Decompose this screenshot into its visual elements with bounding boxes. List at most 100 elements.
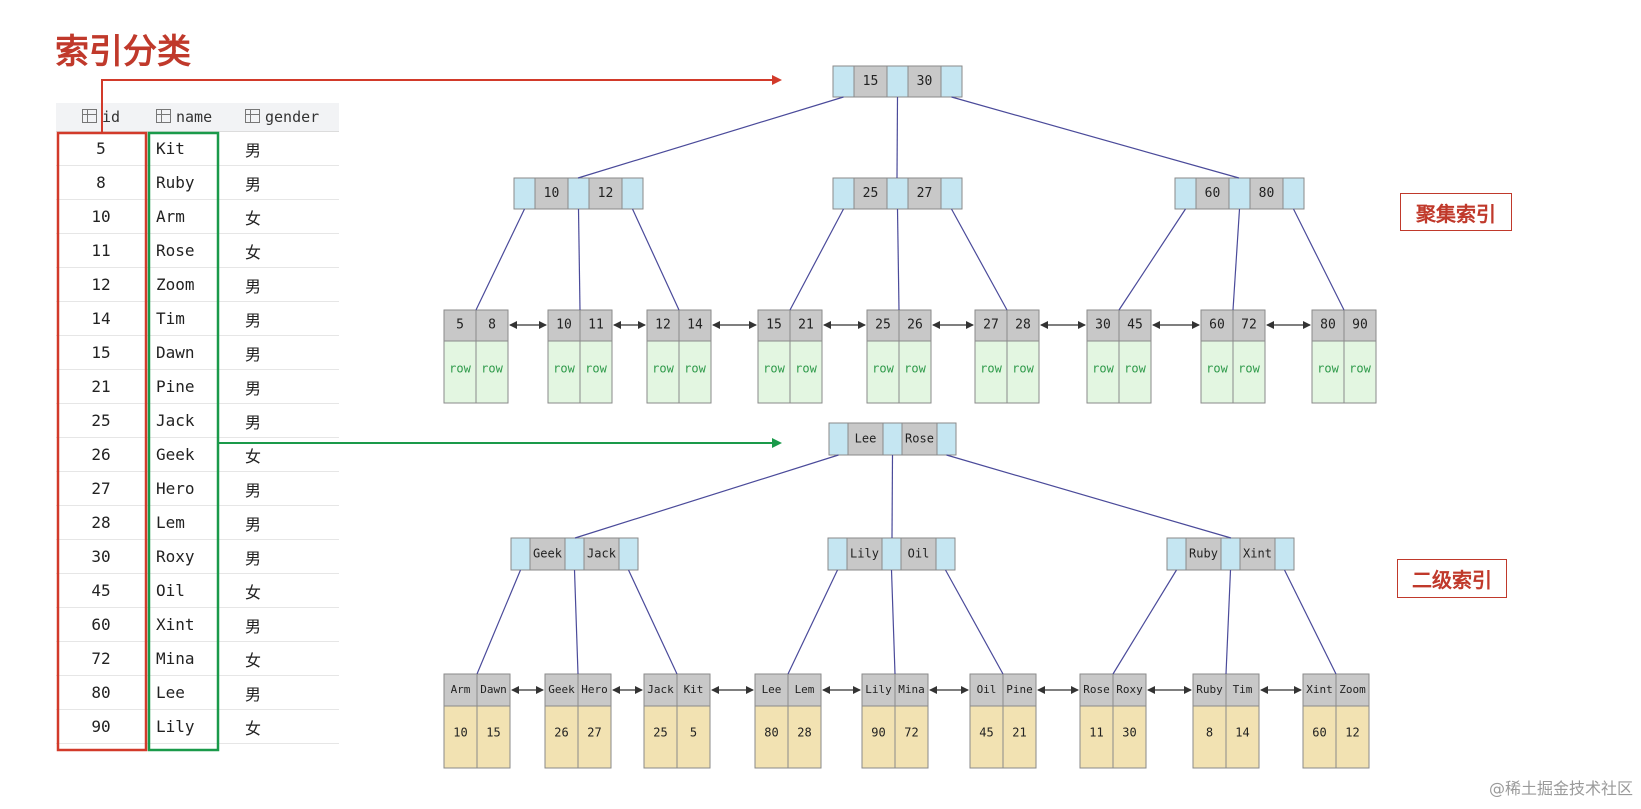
cell-gender[interactable]: 男 [239,165,339,200]
cell-id[interactable]: 45 [56,573,146,608]
cell-name[interactable]: Oil [146,573,239,608]
leaf-id-cell [1335,705,1370,769]
leaf-row-cell [678,340,712,404]
leaf-key-label: 14 [687,318,703,333]
cell-name[interactable]: Arm [146,199,239,234]
cell-id[interactable]: 60 [56,607,146,642]
name-column-highlight [147,131,220,752]
cell-id[interactable]: 90 [56,709,146,744]
cell-id[interactable]: 5 [56,131,146,166]
cell-gender[interactable]: 女 [239,641,339,676]
node-key-label: 12 [598,186,614,201]
cell-name[interactable]: Pine [146,369,239,404]
cell-name[interactable]: Lem [146,505,239,540]
cell-id[interactable]: 15 [56,335,146,370]
cell-name[interactable]: Kit [146,131,239,166]
cell-name[interactable]: Mina [146,641,239,676]
node-key-cell [907,65,942,98]
cell-gender[interactable]: 女 [239,233,339,268]
node-pointer-cell [940,177,963,210]
cell-gender[interactable]: 男 [239,335,339,370]
column-header-gender[interactable]: gender [239,103,339,132]
tree-edge [631,208,680,311]
column-header-name[interactable]: name [146,103,239,132]
cell-gender[interactable]: 女 [239,709,339,744]
cell-id[interactable]: 27 [56,471,146,506]
cell-gender[interactable]: 男 [239,675,339,710]
cell-gender[interactable]: 男 [239,505,339,540]
cell-name[interactable]: Roxy [146,539,239,574]
cell-name[interactable]: Jack [146,403,239,438]
cell-gender[interactable]: 男 [239,267,339,302]
cell-name[interactable]: Lily [146,709,239,744]
leaf-key-label: Oil [977,683,997,696]
leaf-id-cell [787,705,822,769]
cell-gender[interactable]: 男 [239,403,339,438]
cell-id[interactable]: 10 [56,199,146,234]
cell-name[interactable]: Dawn [146,335,239,370]
cell-id[interactable]: 30 [56,539,146,574]
cell-gender[interactable]: 男 [239,301,339,336]
cell-name[interactable]: Geek [146,437,239,472]
cell-id[interactable]: 25 [56,403,146,438]
node-key-label: Lily [850,547,879,561]
node-pointer-cell [510,537,531,571]
watermark: @稀土掘金技术社区 [1488,779,1633,798]
cell-name[interactable]: Hero [146,471,239,506]
leaf-id-label: 15 [486,726,500,740]
cell-name[interactable]: Lee [146,675,239,710]
row-label: row [652,362,674,376]
cell-id[interactable]: 8 [56,165,146,200]
cell-name[interactable]: Zoom [146,267,239,302]
leaf-id-label: 12 [1345,726,1359,740]
cell-id[interactable]: 11 [56,233,146,268]
node-pointer-cell [618,537,639,571]
leaf-key-label: Geek [548,683,575,696]
node-pointer-cell [882,422,903,456]
cell-gender[interactable]: 男 [239,607,339,642]
cell-gender[interactable]: 男 [239,369,339,404]
cell-id[interactable]: 72 [56,641,146,676]
tree-edge [574,454,839,539]
cell-id[interactable]: 12 [56,267,146,302]
cell-id[interactable]: 21 [56,369,146,404]
cell-id[interactable]: 26 [56,437,146,472]
cell-name[interactable]: Ruby [146,165,239,200]
cell-name[interactable]: Tim [146,301,239,336]
cell-name[interactable]: Rose [146,233,239,268]
cell-name[interactable]: Xint [146,607,239,642]
tree-edge [944,569,1004,675]
leaf-key-label: Rose [1083,683,1110,696]
tree-edge [950,208,1008,311]
cell-gender[interactable]: 男 [239,131,339,166]
cell-id[interactable]: 28 [56,505,146,540]
cell-gender[interactable]: 女 [239,199,339,234]
cell-gender[interactable]: 女 [239,573,339,608]
cell-id[interactable]: 80 [56,675,146,710]
node-pointer-cell [828,422,849,456]
cell-gender[interactable]: 男 [239,471,339,506]
node-key-cell [847,422,884,456]
cell-gender[interactable]: 男 [239,539,339,574]
leaf-key-label: Zoom [1339,683,1366,696]
cell-id[interactable]: 14 [56,301,146,336]
leaf-id-label: 72 [904,726,918,740]
